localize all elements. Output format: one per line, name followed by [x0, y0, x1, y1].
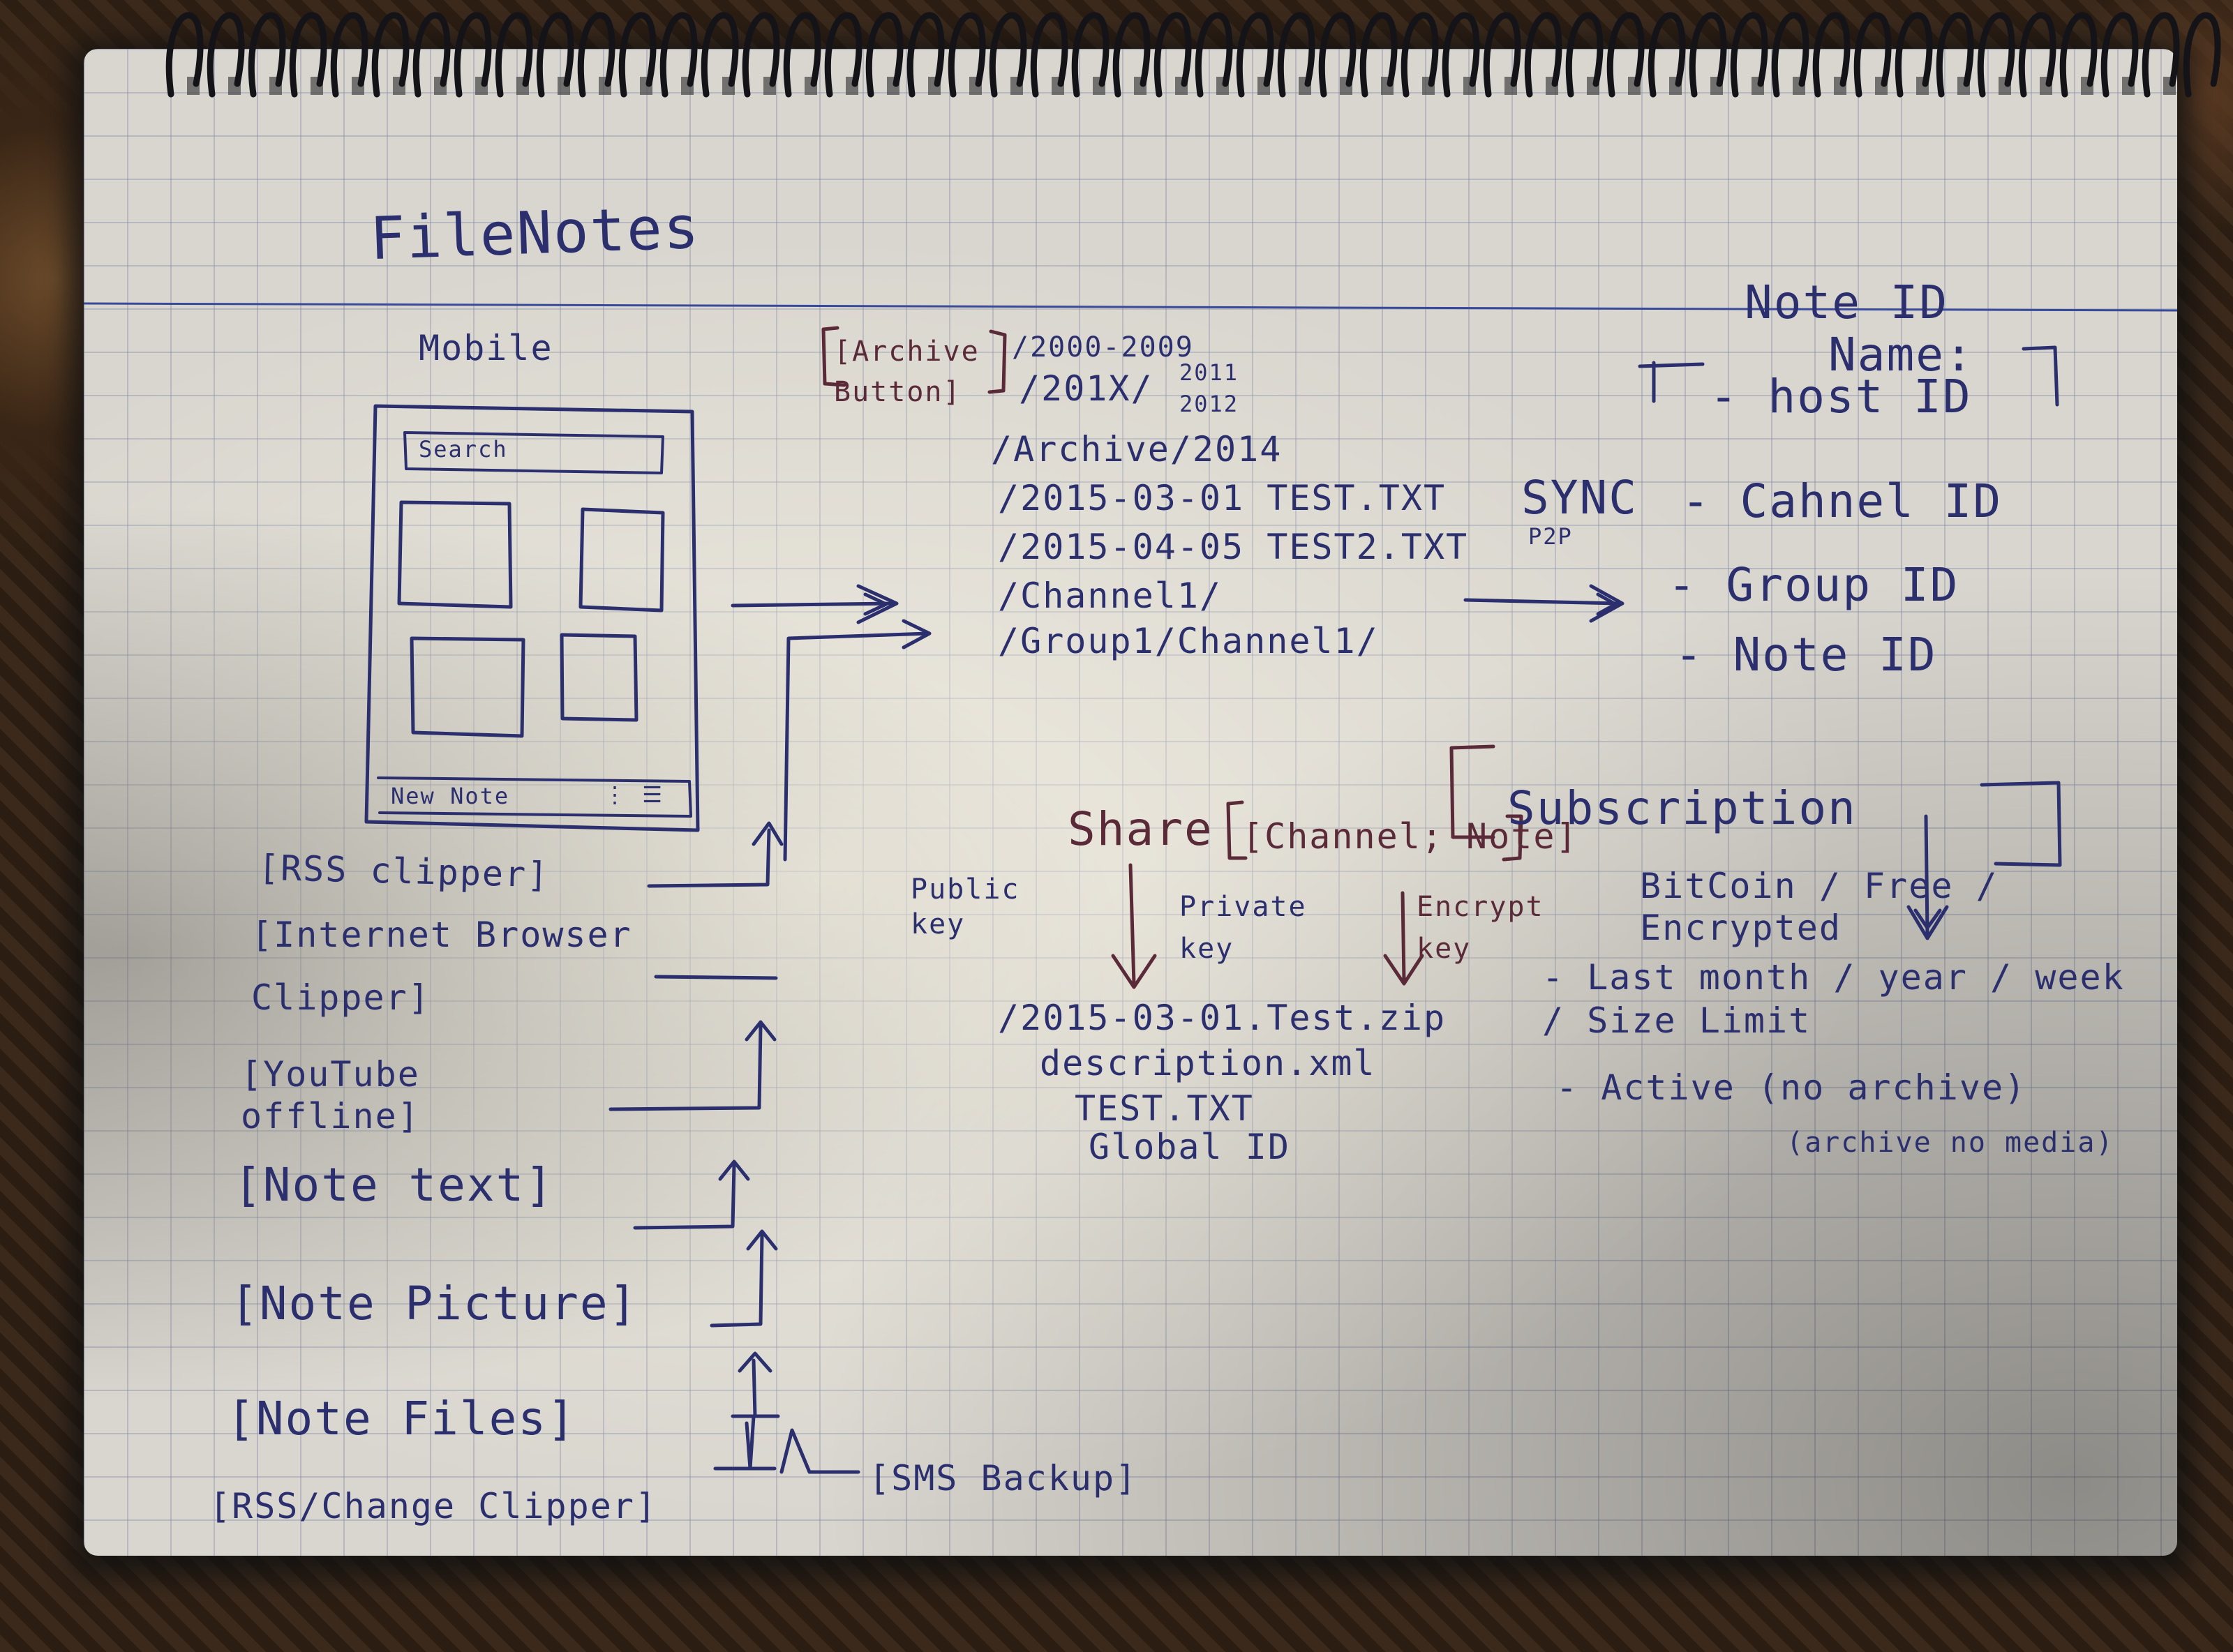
spiral-ring	[1936, 12, 1974, 98]
share-file-2: description.xml	[1040, 1043, 1376, 1083]
notebook-page: FileNotes Mobile Search New Note ⋮ ☰ [RS…	[84, 49, 2177, 1556]
spiral-ring	[1812, 12, 1851, 98]
mobile-menu-icon: ⋮ ☰	[604, 781, 664, 808]
source-note-picture: [Note Picture]	[230, 1277, 638, 1330]
note-id-note: - Note ID	[1675, 628, 1937, 682]
source-note-files: [Note Files]	[227, 1392, 576, 1446]
spiral-ring	[371, 12, 410, 98]
mobile-search-label: Search	[419, 436, 508, 463]
spiral-ring	[536, 12, 574, 98]
spiral-ring	[1236, 12, 1274, 98]
source-rss-clipper: [RSS clipper]	[257, 847, 551, 896]
source-youtube-offline: [YouTube offline]	[241, 1054, 420, 1136]
spiral-ring	[2059, 12, 2098, 98]
note-id-host: - host ID	[1710, 370, 1972, 423]
spiral-rings	[165, 12, 2221, 98]
spiral-ring	[659, 12, 698, 98]
spiral-ring	[1112, 12, 1151, 98]
spiral-ring	[2183, 12, 2221, 98]
archive-line-2: /201X/	[1019, 368, 1153, 409]
spiral-ring	[1730, 12, 1768, 98]
share-file-1: /2015-03-01.Test.zip	[998, 998, 1447, 1038]
share-public-key: Public key	[911, 873, 1020, 940]
spiral-ring	[248, 12, 286, 98]
spiral-ring	[454, 12, 492, 98]
sketch-drawing	[84, 302, 2177, 1474]
spiral-ring	[1648, 12, 1686, 98]
note-id-channel: - Cahnel ID	[1682, 474, 2003, 528]
mobile-label: Mobile	[419, 328, 553, 368]
spiral-ring	[1153, 12, 1192, 98]
source-rss-change-clipper: [RSS/Change Clipper]	[209, 1486, 658, 1526]
spiral-ring	[618, 12, 657, 98]
note-id-sync: SYNC	[1521, 471, 1638, 525]
spiral-ring	[701, 12, 739, 98]
spiral-ring	[1030, 12, 1068, 98]
spiral-ring	[1895, 12, 1933, 98]
spiral-ring	[2100, 12, 2139, 98]
subscription-last: - Last month / year / week / Size Limit	[1542, 957, 2125, 1041]
archive-line-9: /Group1/Channel1/	[998, 621, 1379, 661]
spiral-ring	[1483, 12, 1521, 98]
spiral-ring	[1689, 12, 1727, 98]
spiral-ring	[495, 12, 533, 98]
spiral-ring	[1977, 12, 2015, 98]
source-sms-backup: [SMS Backup]	[869, 1458, 1138, 1499]
note-id-p2p: P2P	[1528, 523, 1573, 550]
archive-line-8: /Channel1/	[998, 576, 1223, 616]
spiral-ring	[1277, 12, 1315, 98]
spiral-ring	[906, 12, 945, 98]
spiral-ring	[1853, 12, 1892, 98]
spiral-ring	[989, 12, 1027, 98]
phone-frame	[364, 404, 700, 832]
note-id-heading: Note ID	[1745, 276, 1949, 329]
note-id-name: Name:	[1828, 328, 1974, 382]
spiral-ring	[412, 12, 451, 98]
spiral-ring	[1771, 12, 1809, 98]
page-title: FileNotes	[368, 193, 701, 273]
spiral-ring	[1565, 12, 1604, 98]
archive-line-3: 2011	[1179, 359, 1239, 386]
spiral-ring	[207, 12, 245, 98]
archive-button: [Archive Button]	[834, 336, 980, 408]
spiral-ring	[165, 12, 204, 98]
source-note-text: [Note text]	[234, 1158, 555, 1212]
spiral-ring	[1359, 12, 1398, 98]
archive-line-1: /2000-2009	[1012, 331, 1194, 363]
spiral-ring	[1071, 12, 1110, 98]
spiral-ring	[948, 12, 986, 98]
archive-line-4: 2012	[1179, 391, 1239, 417]
subscription-archive-no-media: (archive no media)	[1786, 1127, 2114, 1159]
archive-line-7: /2015-04-05 TEST2.TXT	[998, 527, 1469, 567]
spiral-ring	[1606, 12, 1645, 98]
spiral-ring	[1524, 12, 1562, 98]
spiral-ring	[1401, 12, 1439, 98]
spiral-ring	[330, 12, 368, 98]
subscription-label: Subscription	[1507, 781, 1857, 835]
spiral-ring	[1195, 12, 1233, 98]
spiral-ring	[2018, 12, 2056, 98]
subscription-active: - Active (no archive)	[1556, 1067, 2027, 1108]
spiral-ring	[824, 12, 862, 98]
subscription-pricing: BitCoin / Free / Encrypted	[1640, 866, 1999, 948]
spiral-ring	[742, 12, 780, 98]
mobile-new-note-label: New Note	[391, 783, 510, 809]
share-encrypt-key: Encrypt key	[1417, 891, 1544, 965]
share-file-3: TEST.TXT	[1075, 1088, 1254, 1129]
archive-line-5: /Archive/2014	[991, 429, 1283, 470]
archive-line-6: /2015-03-01 TEST.TXT	[998, 478, 1447, 518]
source-browser-clipper: [Internet Browser Clipper]	[251, 915, 632, 1018]
spiral-ring	[865, 12, 904, 98]
spiral-ring	[1442, 12, 1480, 98]
share-file-4: Global ID	[1089, 1127, 1290, 1167]
share-private-key: Private key	[1179, 891, 1307, 965]
spiral-ring	[783, 12, 821, 98]
spiral-ring	[1318, 12, 1357, 98]
share-label: Share	[1068, 802, 1213, 856]
note-id-group: - Group ID	[1668, 558, 1959, 612]
share-options: [Channel; Note]	[1242, 816, 1578, 857]
spiral-ring	[2142, 12, 2180, 98]
spiral-ring	[577, 12, 615, 98]
spiral-ring	[289, 12, 327, 98]
